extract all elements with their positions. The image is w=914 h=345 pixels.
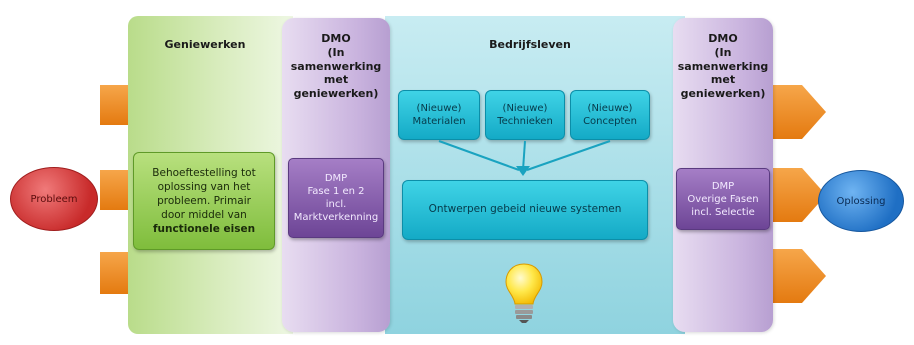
technieken-line2: Technieken: [497, 116, 553, 127]
technieken-line1: (Nieuwe): [502, 103, 548, 114]
ontwerpen-box: Ontwerpen gebeid nieuwe systemen: [402, 180, 648, 240]
materialen-line1: (Nieuwe): [416, 103, 462, 114]
materialen-box: (Nieuwe) Materialen: [398, 90, 480, 140]
concepten-line1: (Nieuwe): [587, 103, 633, 114]
dmp-left-line3: incl.: [325, 199, 347, 210]
dmo-right-title-line3: met geniewerken): [680, 73, 766, 100]
technieken-box: (Nieuwe) Technieken: [485, 90, 565, 140]
behoeftestelling-line5: functionele eisen: [152, 223, 256, 236]
dmo-right-title: DMO (In samenwerking met geniewerken): [673, 32, 773, 101]
right-arrow-top: [770, 85, 826, 139]
connector-arrowhead: [516, 166, 530, 176]
dmo-right-title-line2: (In samenwerking: [677, 45, 769, 73]
dmo-left-title-line2: (In samenwerking: [290, 45, 382, 73]
right-arrow-middle: [770, 168, 826, 222]
concepten-box: (Nieuwe) Concepten: [570, 90, 650, 140]
dmp-left-box: DMP Fase 1 en 2 incl. Marktverkenning: [288, 158, 384, 238]
probleem-ellipse: Probleem: [10, 167, 98, 231]
dmp-right-line2: Overige Fasen: [687, 193, 759, 205]
lightbulb-icon: [505, 263, 543, 323]
dmp-left-line1: DMP: [324, 173, 348, 184]
dmo-left-title-line1: DMO: [321, 32, 351, 45]
dmp-left-line4: Marktverkenning: [293, 212, 379, 223]
behoeftestelling-line1: Behoeftestelling tot: [152, 166, 256, 179]
connector-middle: [522, 140, 526, 171]
dmo-left-title-line3: met geniewerken): [293, 73, 379, 100]
behoeftestelling-line4: door middel van: [161, 209, 247, 222]
ontwerpen-label: Ontwerpen gebeid nieuwe systemen: [428, 203, 622, 216]
oplossing-label: Oplossing: [836, 195, 886, 207]
dmp-right-line1: DMP: [711, 180, 735, 192]
dmo-left-title: DMO (In samenwerking met geniewerken): [284, 32, 388, 101]
connector-right: [526, 140, 611, 171]
concepten-line2: Concepten: [583, 116, 637, 127]
connector-left: [438, 140, 520, 171]
geniewerken-title: Geniewerken: [140, 38, 270, 52]
bedrijfsleven-title-text: Bedrijfsleven: [489, 38, 571, 51]
dmp-right-line3: incl. Selectie: [691, 206, 755, 218]
dmo-right-title-line1: DMO: [708, 32, 738, 45]
bedrijfsleven-title: Bedrijfsleven: [460, 38, 600, 52]
right-arrow-bottom: [770, 249, 826, 303]
dmp-right-box: DMP Overige Fasen incl. Selectie: [676, 168, 770, 230]
probleem-label: Probleem: [30, 193, 78, 205]
behoeftestelling-line2: oplossing van het: [157, 180, 251, 193]
behoeftestelling-line3: probleem. Primair: [157, 194, 251, 207]
oplossing-ellipse: Oplossing: [818, 170, 904, 232]
materialen-line2: Materialen: [412, 116, 466, 127]
dmp-left-line2: Fase 1 en 2: [307, 186, 365, 197]
behoeftestelling-box: Behoeftestelling tot oplossing van het p…: [133, 152, 275, 250]
geniewerken-title-text: Geniewerken: [164, 38, 246, 51]
